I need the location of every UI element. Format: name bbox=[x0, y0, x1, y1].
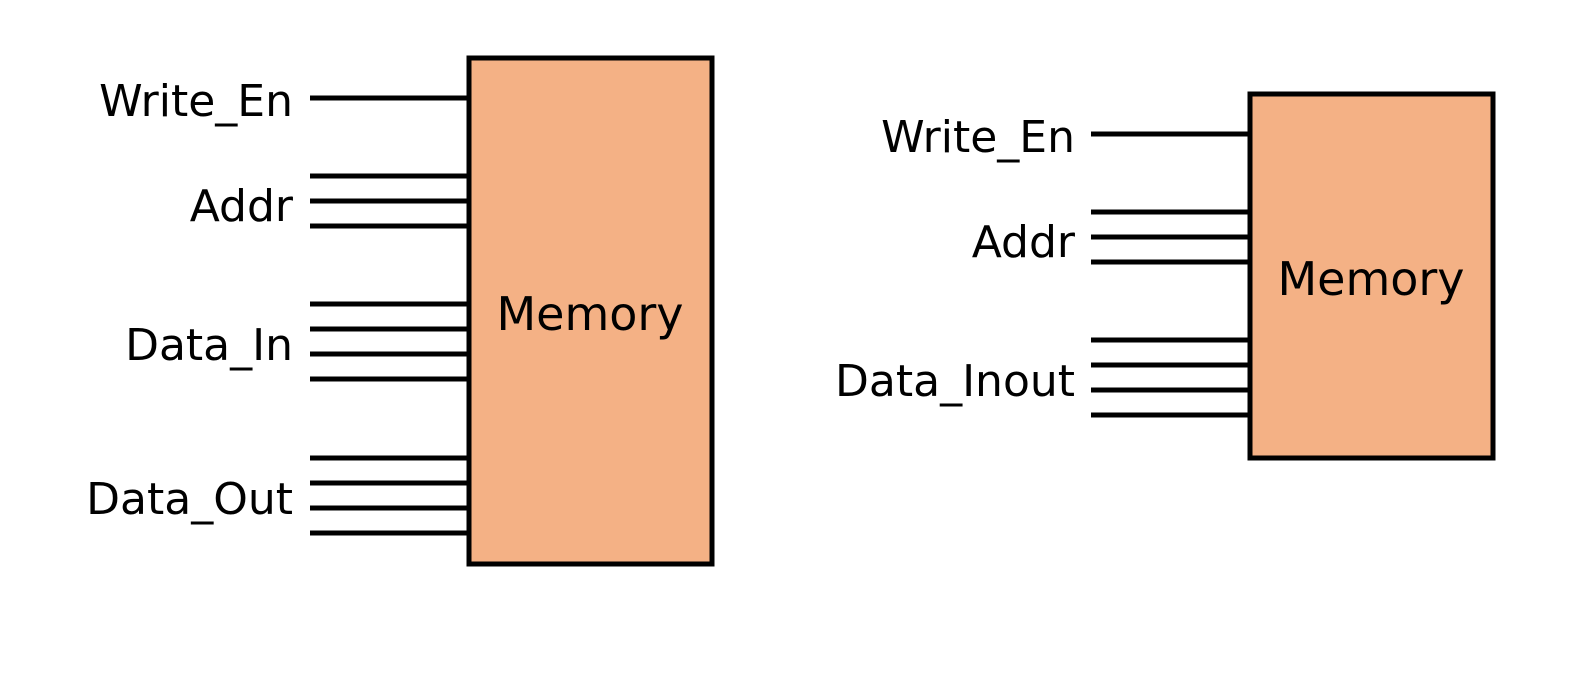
memory-block-label: Memory bbox=[496, 287, 683, 341]
memory-diagram-separate-io: Memory Write_En Addr Data_In Data_Out bbox=[86, 55, 715, 567]
port-addr: Addr bbox=[190, 173, 469, 232]
port-data-in: Data_In bbox=[125, 301, 469, 382]
memory-block bbox=[1247, 91, 1496, 461]
memory-block-label: Memory bbox=[1277, 252, 1464, 306]
memory-block bbox=[466, 55, 715, 567]
port-label-write-en: Write_En bbox=[99, 76, 293, 127]
port-label-data-out: Data_Out bbox=[86, 474, 293, 525]
port-label-addr: Addr bbox=[190, 181, 294, 232]
port-data-out: Data_Out bbox=[86, 455, 469, 536]
port-label-addr: Addr bbox=[972, 217, 1076, 268]
port-write-en: Write_En bbox=[99, 76, 469, 127]
port-label-data-in: Data_In bbox=[125, 320, 293, 371]
port-label-write-en: Write_En bbox=[881, 112, 1075, 163]
port-write-en: Write_En bbox=[881, 112, 1250, 163]
port-label-data-inout: Data_Inout bbox=[835, 356, 1075, 407]
port-data-inout: Data_Inout bbox=[835, 337, 1250, 418]
memory-diagram-bidirectional-io: Memory Write_En Addr Data_Inout bbox=[835, 91, 1496, 461]
port-addr: Addr bbox=[972, 209, 1250, 268]
